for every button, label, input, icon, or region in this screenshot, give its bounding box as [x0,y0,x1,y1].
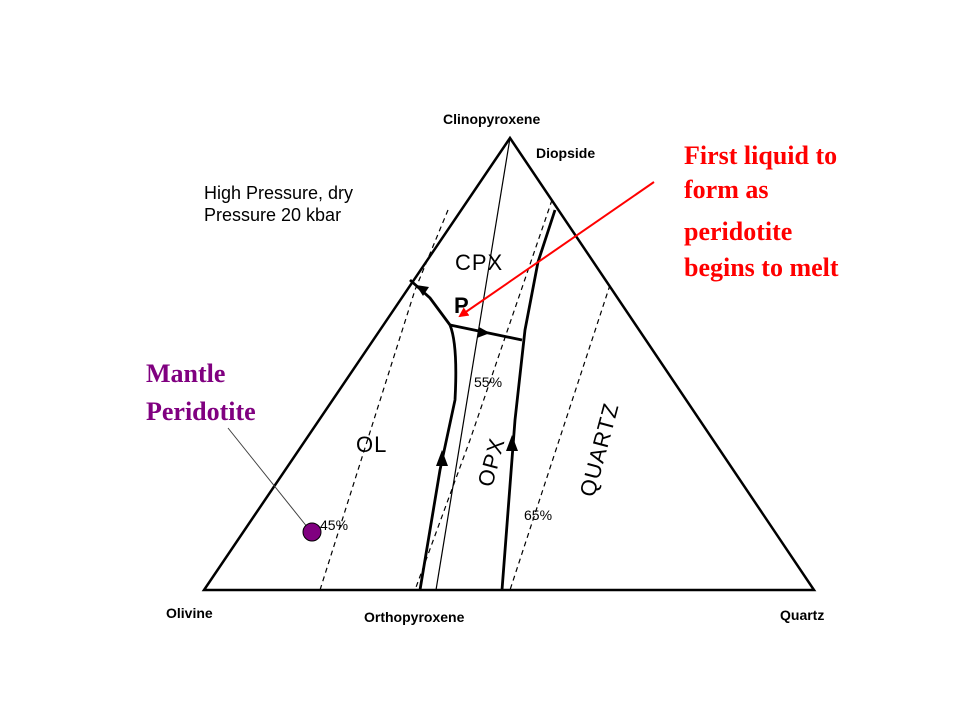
first-liquid-line-2: form as [684,175,768,204]
first-liquid-line-4: begins to melt [684,253,839,282]
ternary-triangle [201,135,817,592]
apex-tie-line [435,137,511,591]
mantle-peridotite-marker [302,522,322,542]
isopleth-label-65: 65% [524,507,552,523]
field-label-quartz: QUARTZ [575,400,624,499]
field-label-opx: OPX [473,435,510,489]
vertex-label-clinopyroxene: Clinopyroxene [443,111,540,127]
vertex-label-olivine: Olivine [166,605,213,621]
arrow-right [477,327,490,338]
arrow-up-opx [506,435,518,451]
boundary-opx-quartz [500,209,557,591]
vertex-label-quartz: Quartz [780,607,824,623]
first-liquid-line-1: First liquid to [684,141,837,170]
boundary-arrows [416,285,518,466]
first-liquid-line-3: peridotite [684,217,792,246]
mantle-peridotite-note: Mantle Peridotite [146,359,256,426]
first-liquid-arrow [458,181,655,318]
isopleth-label-55: 55% [474,374,502,390]
arrow-up-left [416,285,429,296]
arrow-up-ol [436,450,448,466]
isopleth-lines [319,199,611,591]
mantle-line-1: Mantle [146,359,225,388]
first-liquid-note: First liquid to form as peridotite begin… [684,141,844,282]
mantle-leader-line [227,427,309,529]
vertex-label-orthopyroxene: Orthopyroxene [364,609,465,625]
condition-line-1: High Pressure, dry [204,183,353,203]
isopleth-left [319,209,449,591]
vertex-label-diopside: Diopside [536,145,595,161]
condition-line-2: Pressure 20 kbar [204,205,341,225]
isopleth-middle [414,199,553,591]
field-label-ol: OL [356,432,387,457]
isopleth-label-45: 45% [320,517,348,533]
field-label-cpx: CPX [455,250,503,275]
boundary-ol-opx [418,324,458,591]
boundary-ol-cpx [409,278,452,326]
mantle-line-2: Peridotite [146,397,256,426]
